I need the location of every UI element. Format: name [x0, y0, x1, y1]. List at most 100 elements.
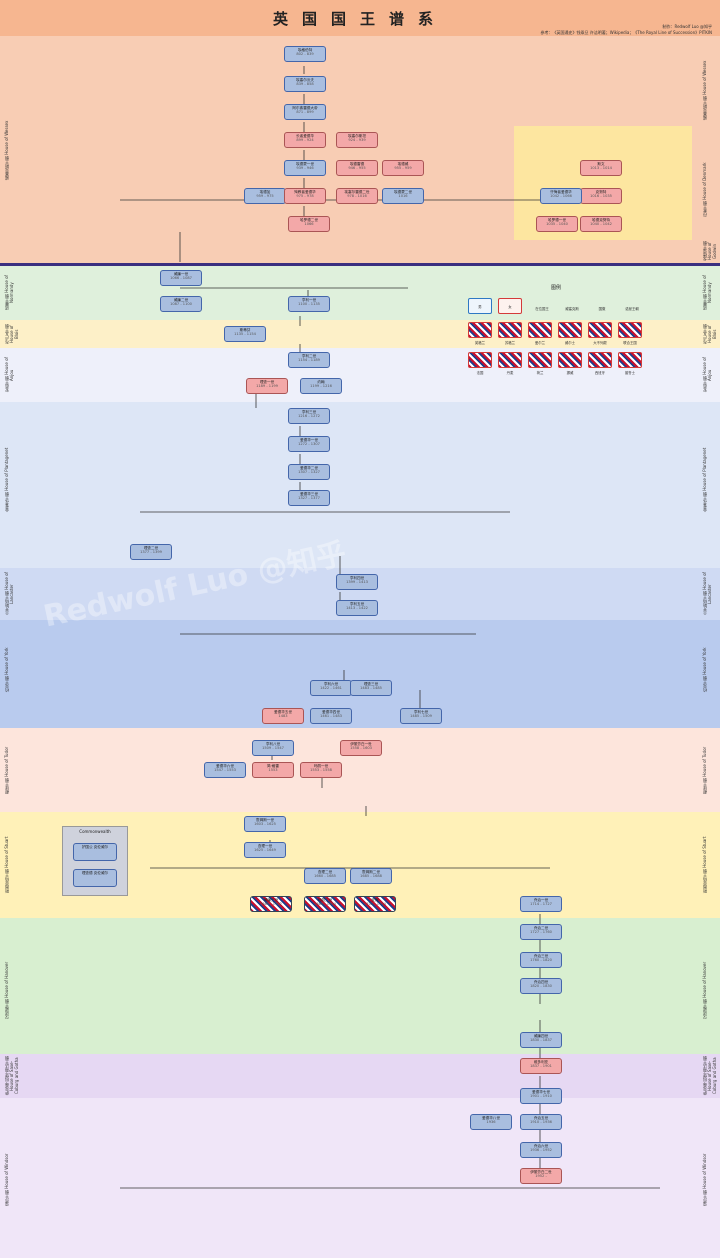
monarch-name: 乔治一世	[533, 898, 549, 902]
cromwell-node[interactable]: 护国公 克伦威尔	[73, 843, 117, 861]
legend-male	[468, 298, 492, 314]
monarch-name: 威廉二世	[173, 298, 189, 302]
monarch-name: 亨利一世	[301, 298, 317, 302]
house-label-windsor: 温莎王朝 House of Windsor	[4, 1153, 9, 1207]
reign-dates: 924 - 939	[348, 138, 366, 143]
monarch-name: 埃塞尔雷德二世	[344, 190, 370, 194]
monarch-name: 亨利三世	[301, 410, 317, 414]
reign-dates: 1154 - 1189	[298, 358, 320, 363]
legend: 图例 男 女 在位国王 威塞克斯 国徽 诺曼王朝 英格兰 苏格兰 爱尔兰 威尔士…	[464, 282, 648, 392]
house-label-denmark: 丹麦王朝 House of Denmark	[702, 162, 707, 218]
reign-dates: 1016	[398, 194, 408, 199]
reign-dates: 978 - 1016	[347, 194, 367, 199]
legend-flag-gb	[588, 322, 612, 338]
monarch-name: 威廉三世	[263, 898, 279, 902]
monarch-name: 玛丽二世	[317, 898, 333, 902]
monarch-name: 查理一世	[257, 844, 273, 848]
reign-dates: 1685 - 1688	[360, 874, 382, 879]
reign-dates: 1013 - 1014	[590, 166, 612, 171]
reign-dates: 1689 - 1694	[314, 902, 336, 907]
reign-dates: 1327 - 1377	[298, 496, 320, 501]
monarch-name: 埃德威	[397, 162, 409, 166]
monarch-name: 理查一世	[259, 380, 275, 384]
monarch-name: 亨利七世	[413, 710, 429, 714]
reign-dates: 1189 - 1199	[256, 384, 278, 389]
monarch-name: 詹姆斯二世	[362, 870, 380, 874]
reign-dates: 1399 - 1413	[346, 580, 368, 585]
house-label-york-right: 约克王朝 House of York	[702, 647, 707, 693]
legend-flag-scotland	[498, 322, 522, 338]
reign-dates: 1100 - 1135	[298, 302, 320, 307]
legend-normandy: 诺曼王朝	[625, 307, 639, 311]
monarch-name: 理查二世	[143, 546, 159, 550]
richard-cromwell-node[interactable]: 理查德 克伦威尔	[73, 869, 117, 887]
legend-flag-ireland	[528, 322, 552, 338]
source-credit: 参考：《英国通史》钱乘旦 许洁明著；Wikipedia；《The Royal L…	[540, 30, 713, 35]
monarch-name: 玛丽一世	[313, 764, 329, 768]
legend-wessex: 威塞克斯	[565, 307, 579, 311]
reign-dates: 1702 - 1714	[364, 902, 386, 907]
reign-dates: 1135 - 1154	[234, 332, 256, 337]
